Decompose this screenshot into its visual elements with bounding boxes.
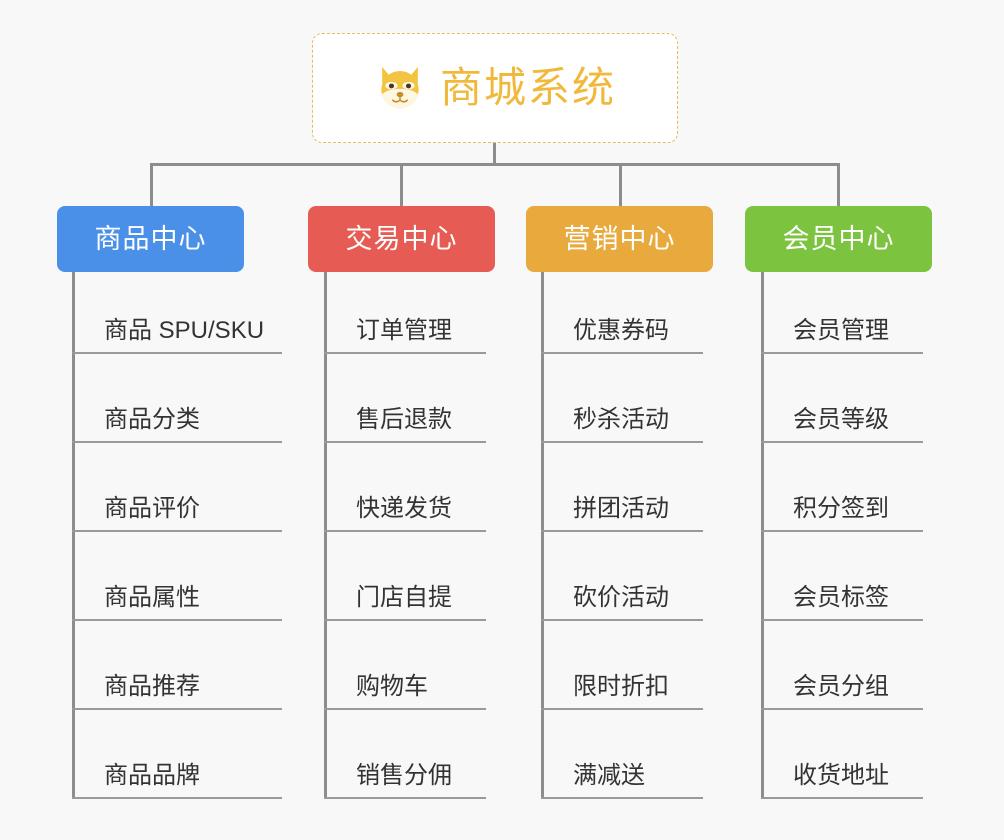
leaf-item-label: 商品品牌 xyxy=(104,762,200,789)
leaf-item-label: 满减送 xyxy=(573,762,645,789)
leaf-item[interactable]: 秒杀活动 xyxy=(541,354,703,443)
leaf-item[interactable]: 快递发货 xyxy=(324,443,486,532)
leaf-item-label: 优惠券码 xyxy=(573,317,669,344)
leaf-item-label: 会员标签 xyxy=(793,584,889,611)
connector-drop-2 xyxy=(400,163,403,208)
category-spine xyxy=(72,272,75,799)
category-spine xyxy=(541,272,544,799)
leaf-item[interactable]: 商品品牌 xyxy=(72,710,282,799)
leaf-item-label: 购物车 xyxy=(356,673,428,700)
leaf-item[interactable]: 销售分佣 xyxy=(324,710,486,799)
leaf-item-label: 商品推荐 xyxy=(104,673,200,700)
leaf-item-label: 收货地址 xyxy=(793,762,889,789)
leaf-item-label: 销售分佣 xyxy=(356,762,452,789)
root-title: 商城系统 xyxy=(439,64,616,111)
leaf-item[interactable]: 商品属性 xyxy=(72,532,282,621)
leaf-item[interactable]: 满减送 xyxy=(541,710,703,799)
leaf-item-label: 拼团活动 xyxy=(573,495,669,522)
leaf-item[interactable]: 优惠券码 xyxy=(541,265,703,354)
leaf-item-label: 快递发货 xyxy=(356,495,452,522)
leaf-item[interactable]: 积分签到 xyxy=(761,443,923,532)
leaf-item[interactable]: 商品分类 xyxy=(72,354,282,443)
leaf-item-label: 砍价活动 xyxy=(573,584,669,611)
category-header-product-center[interactable]: 商品中心 xyxy=(57,206,244,272)
leaf-item-label: 限时折扣 xyxy=(573,673,669,700)
leaf-item[interactable]: 会员管理 xyxy=(761,265,923,354)
leaf-item[interactable]: 限时折扣 xyxy=(541,621,703,710)
leaf-item-label: 商品分类 xyxy=(104,406,200,433)
category-header-trade-center[interactable]: 交易中心 xyxy=(308,206,495,272)
leaf-item[interactable]: 收货地址 xyxy=(761,710,923,799)
leaf-item-label: 售后退款 xyxy=(356,406,452,433)
leaf-item-label: 会员等级 xyxy=(793,406,889,433)
connector-horizontal-bus xyxy=(150,163,840,166)
leaf-item[interactable]: 商品评价 xyxy=(72,443,282,532)
leaf-item-label: 会员管理 xyxy=(793,317,889,344)
connector-drop-1 xyxy=(150,163,153,208)
leaf-item-label: 订单管理 xyxy=(356,317,452,344)
leaf-item-label: 积分签到 xyxy=(793,495,889,522)
connector-drop-4 xyxy=(837,163,840,208)
category-label: 营销中心 xyxy=(563,223,676,254)
category-header-marketing-center[interactable]: 营销中心 xyxy=(526,206,713,272)
leaf-item-label: 秒杀活动 xyxy=(573,406,669,433)
leaf-item[interactable]: 购物车 xyxy=(324,621,486,710)
connector-root-stem xyxy=(493,143,496,165)
leaf-item[interactable]: 会员等级 xyxy=(761,354,923,443)
root-node[interactable]: 商城系统 xyxy=(312,33,678,143)
leaf-item[interactable]: 商品 SPU/SKU xyxy=(72,265,282,354)
connector-drop-3 xyxy=(619,163,622,208)
leaf-item[interactable]: 砍价活动 xyxy=(541,532,703,621)
leaf-item[interactable]: 拼团活动 xyxy=(541,443,703,532)
category-header-member-center[interactable]: 会员中心 xyxy=(745,206,932,272)
category-label: 交易中心 xyxy=(345,223,458,254)
category-spine xyxy=(761,272,764,799)
category-label: 会员中心 xyxy=(782,223,895,254)
leaf-item[interactable]: 订单管理 xyxy=(324,265,486,354)
leaf-item-label: 会员分组 xyxy=(793,673,889,700)
leaf-item-label: 商品评价 xyxy=(104,495,200,522)
category-label: 商品中心 xyxy=(94,223,207,254)
leaf-item-label: 商品属性 xyxy=(104,584,200,611)
leaf-item[interactable]: 商品推荐 xyxy=(72,621,282,710)
shiba-dog-face-icon xyxy=(381,66,419,110)
leaf-item[interactable]: 售后退款 xyxy=(324,354,486,443)
leaf-item[interactable]: 会员标签 xyxy=(761,532,923,621)
leaf-item[interactable]: 会员分组 xyxy=(761,621,923,710)
leaf-item[interactable]: 门店自提 xyxy=(324,532,486,621)
leaf-item-label: 商品 SPU/SKU xyxy=(104,317,265,344)
category-spine xyxy=(324,272,327,799)
leaf-item-label: 门店自提 xyxy=(356,584,452,611)
